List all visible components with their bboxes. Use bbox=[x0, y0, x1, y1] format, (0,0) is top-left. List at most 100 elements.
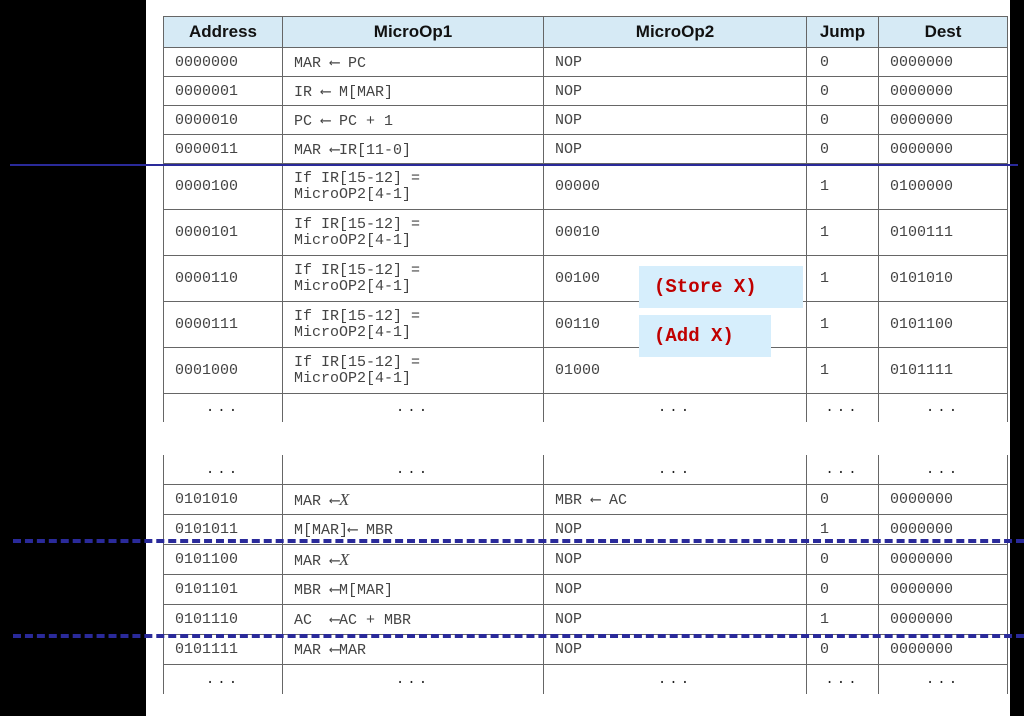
cell-dest: 0000000 bbox=[878, 604, 1008, 635]
cell-microop1: MAR ⟵X bbox=[282, 544, 544, 575]
ellipsis: ... bbox=[806, 393, 879, 422]
cell-address: 0000000 bbox=[163, 47, 283, 77]
table-row: 0000010 PC ⟵ PC + 1 NOP 0 0000000 bbox=[163, 105, 1008, 135]
ellipsis: ... bbox=[543, 664, 807, 694]
cell-jump: 1 bbox=[806, 604, 879, 635]
cell-microop1: MAR ⟵MAR bbox=[282, 634, 544, 665]
table-row: 0000100 If IR[15-12] = MicroOP2[4-1] 000… bbox=[163, 163, 1008, 210]
cell-dest: 0101010 bbox=[878, 255, 1008, 302]
table-row: 0101010 MAR ⟵X MBR ⟵ AC 0 0000000 bbox=[163, 484, 1008, 515]
cell-microop2: NOP bbox=[543, 134, 807, 164]
ellipsis: ... bbox=[878, 393, 1008, 422]
cell-dest: 0000000 bbox=[878, 105, 1008, 135]
cell-dest: 0100000 bbox=[878, 163, 1008, 210]
microop1-text: MAR ⟵ bbox=[294, 492, 340, 510]
cell-microop1: MBR ⟵M[MAR] bbox=[282, 574, 544, 605]
cell-dest: 0000000 bbox=[878, 47, 1008, 77]
cell-microop1: AC ⟵AC + MBR bbox=[282, 604, 544, 635]
header-address: Address bbox=[163, 16, 283, 48]
table-row: 0000000 MAR ⟵ PC NOP 0 0000000 bbox=[163, 47, 1008, 77]
table-row: 0101111 MAR ⟵MAR NOP 0 0000000 bbox=[163, 634, 1008, 665]
cell-microop2: NOP bbox=[543, 105, 807, 135]
ellipsis: ... bbox=[163, 455, 283, 485]
cell-jump: 0 bbox=[806, 47, 879, 77]
cell-address: 0001000 bbox=[163, 347, 283, 394]
cell-microop1: If IR[15-12] = MicroOP2[4-1] bbox=[282, 209, 544, 256]
microop1-text: MAR ⟵ bbox=[294, 552, 340, 570]
cell-microop2: NOP bbox=[543, 574, 807, 605]
cell-address: 0000010 bbox=[163, 105, 283, 135]
cell-address: 0000100 bbox=[163, 163, 283, 210]
add-end-divider-dashed-line bbox=[13, 634, 1024, 638]
cell-jump: 0 bbox=[806, 574, 879, 605]
cell-dest: 0101100 bbox=[878, 301, 1008, 348]
table-row: 0000110 If IR[15-12] = MicroOP2[4-1] 001… bbox=[163, 255, 1008, 302]
ellipsis: ... bbox=[878, 664, 1008, 694]
ellipsis: ... bbox=[543, 393, 807, 422]
cell-microop2: NOP bbox=[543, 47, 807, 77]
store-add-divider-dashed-line bbox=[13, 539, 1024, 543]
cell-jump: 0 bbox=[806, 76, 879, 106]
table-row: 0001000 If IR[15-12] = MicroOP2[4-1] 010… bbox=[163, 347, 1008, 394]
ellipsis: ... bbox=[806, 664, 879, 694]
cell-microop2: NOP bbox=[543, 634, 807, 665]
cell-jump: 1 bbox=[806, 255, 879, 302]
cell-dest: 0000000 bbox=[878, 574, 1008, 605]
header-microop1: MicroOp1 bbox=[282, 16, 544, 48]
cell-dest: 0100111 bbox=[878, 209, 1008, 256]
cell-address: 0101010 bbox=[163, 484, 283, 515]
ellipsis-row: ... ... ... ... ... bbox=[163, 393, 1008, 422]
cell-address: 0000011 bbox=[163, 134, 283, 164]
ellipsis: ... bbox=[163, 664, 283, 694]
cell-jump: 0 bbox=[806, 134, 879, 164]
cell-microop1: IR ⟵ M[MAR] bbox=[282, 76, 544, 106]
cell-address: 0101100 bbox=[163, 544, 283, 575]
ellipsis: ... bbox=[282, 664, 544, 694]
operand-x: X bbox=[339, 549, 350, 569]
cell-jump: 0 bbox=[806, 544, 879, 575]
header-jump: Jump bbox=[806, 16, 879, 48]
cell-address: 0000101 bbox=[163, 209, 283, 256]
cell-dest: 0101111 bbox=[878, 347, 1008, 394]
cell-address: 0000110 bbox=[163, 255, 283, 302]
cell-jump: 0 bbox=[806, 105, 879, 135]
fetch-decode-divider-line bbox=[10, 164, 1018, 166]
cell-microop1: If IR[15-12] = MicroOP2[4-1] bbox=[282, 163, 544, 210]
cell-dest: 0000000 bbox=[878, 76, 1008, 106]
cell-address: 0000111 bbox=[163, 301, 283, 348]
header-microop2: MicroOp2 bbox=[543, 16, 807, 48]
cell-microop1: If IR[15-12] = MicroOP2[4-1] bbox=[282, 301, 544, 348]
header-dest: Dest bbox=[878, 16, 1008, 48]
table-row: 0000001 IR ⟵ M[MAR] NOP 0 0000000 bbox=[163, 76, 1008, 106]
ellipsis-row: ... ... ... ... ... bbox=[163, 664, 1008, 694]
cell-microop1: If IR[15-12] = MicroOP2[4-1] bbox=[282, 255, 544, 302]
ellipsis-row: ... ... ... ... ... bbox=[163, 455, 1008, 485]
cell-dest: 0000000 bbox=[878, 484, 1008, 515]
table-row: 0000111 If IR[15-12] = MicroOP2[4-1] 001… bbox=[163, 301, 1008, 348]
ellipsis: ... bbox=[282, 393, 544, 422]
cell-microop2: 00010 bbox=[543, 209, 807, 256]
cell-microop2: NOP bbox=[543, 604, 807, 635]
cell-microop2: MBR ⟵ AC bbox=[543, 484, 807, 515]
annotation-add-x: (Add X) bbox=[639, 315, 771, 357]
cell-jump: 0 bbox=[806, 634, 879, 665]
microprogram-table-upper: Address MicroOp1 MicroOp2 Jump Dest 0000… bbox=[163, 16, 1008, 422]
cell-jump: 1 bbox=[806, 209, 879, 256]
ellipsis: ... bbox=[282, 455, 544, 485]
cell-jump: 1 bbox=[806, 347, 879, 394]
cell-microop2: NOP bbox=[543, 76, 807, 106]
microprogram-table-lower: ... ... ... ... ... 0101010 MAR ⟵X MBR ⟵… bbox=[163, 455, 1008, 694]
ellipsis: ... bbox=[543, 455, 807, 485]
annotation-store-x: (Store X) bbox=[639, 266, 803, 308]
header-row: Address MicroOp1 MicroOp2 Jump Dest bbox=[163, 16, 1008, 48]
cell-jump: 1 bbox=[806, 301, 879, 348]
cell-microop1: MAR ⟵ PC bbox=[282, 47, 544, 77]
cell-dest: 0000000 bbox=[878, 634, 1008, 665]
cell-dest: 0000000 bbox=[878, 544, 1008, 575]
cell-address: 0101110 bbox=[163, 604, 283, 635]
cell-microop1: MAR ⟵IR[11-0] bbox=[282, 134, 544, 164]
ellipsis: ... bbox=[163, 393, 283, 422]
ellipsis: ... bbox=[806, 455, 879, 485]
cell-address: 0000001 bbox=[163, 76, 283, 106]
cell-dest: 0000000 bbox=[878, 134, 1008, 164]
